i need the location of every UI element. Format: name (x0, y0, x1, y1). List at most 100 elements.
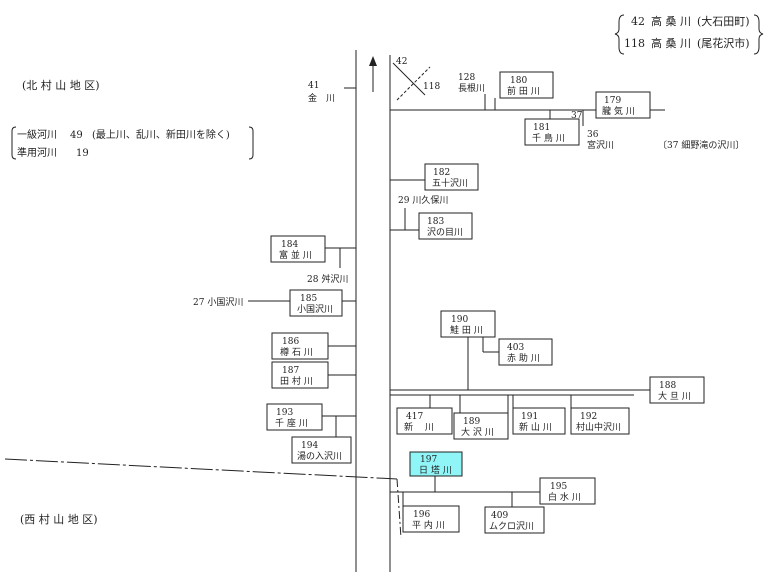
river-box-191: 191 新 山 川 (512, 407, 566, 435)
box-180-name: 前 田 川 (507, 85, 540, 97)
river-box-180: 180 前 田 川 (499, 71, 554, 99)
river-box-197: 197 日 塔 川 (409, 451, 463, 477)
box-189-num: 189 (463, 417, 480, 427)
label-42: 42 (396, 57, 407, 67)
region-north-label: (北 村 山 地 区) (22, 78, 100, 92)
class1-note: (最上川、乱川、新田川を除く) (92, 128, 230, 141)
box-197-num: 197 (420, 455, 437, 465)
class1-label: 一級河川 (17, 128, 57, 141)
river-box-193: 193 千 座 川 (266, 403, 323, 431)
box-192-num: 192 (580, 412, 597, 422)
up-arrow-icon (369, 56, 377, 66)
box-188-num: 188 (659, 381, 676, 391)
box-190-num: 190 (451, 315, 468, 325)
box-192-name: 村山中沢川 (576, 421, 621, 433)
box-409-name: ムクロ沢川 (489, 520, 534, 532)
box-191-name: 新 山 川 (519, 421, 552, 433)
box-196-name: 平 内 川 (412, 519, 445, 531)
river-box-409: 409 ムクロ沢川 (484, 506, 545, 534)
box-191-num: 191 (521, 412, 538, 422)
box-403-num: 403 (507, 343, 524, 353)
box-186-name: 樽 石 川 (280, 346, 313, 358)
quasi-count: 19 (76, 148, 89, 159)
box-194-name: 湯の入沢川 (297, 450, 342, 462)
box-181-name: 千 鳥 川 (532, 132, 565, 144)
box-183-name: 沢の目川 (427, 226, 463, 238)
header-row2-note: (尾花沢市) (697, 36, 750, 50)
box-183-num: 183 (427, 217, 444, 227)
label-118: 118 (423, 82, 440, 92)
box-180-num: 180 (510, 76, 527, 86)
region-west-label: (西 村 山 地 区) (20, 512, 98, 526)
box-184-name: 富 並 川 (279, 249, 312, 261)
river-box-185: 185 小国沢川 (289, 289, 343, 317)
right-brace (753, 14, 764, 55)
river-box-188: 188 大 旦 川 (649, 376, 705, 404)
region-boundary-line-2 (396, 478, 402, 539)
box-195-name: 白 水 川 (548, 491, 581, 503)
box-189-name: 大 沢 川 (461, 426, 494, 438)
header-row1-note: (大石田町) (697, 14, 750, 28)
river-box-403: 403 赤 助 川 (498, 338, 553, 366)
header-row1-num: 42 (631, 15, 645, 28)
header-row2-name: 高 桑 川 (651, 36, 691, 50)
box-188-name: 大 旦 川 (658, 390, 691, 402)
river-count-legend: 一級河川 49 (最上川、乱川、新田川を除く) 準用河川 19 (11, 126, 254, 160)
box-185-num: 185 (300, 294, 317, 304)
box-187-num: 187 (282, 366, 299, 376)
box-186-num: 186 (282, 337, 299, 347)
river-box-190: 190 鮭 田 川 (440, 310, 496, 338)
header-legend: 42 高 桑 川 (大石田町) 118 高 桑 川 (尾花沢市) (614, 14, 764, 55)
box-184-num: 184 (281, 240, 298, 250)
box-417-name: 新 川 (404, 421, 434, 433)
box-193-num: 193 (276, 408, 293, 418)
river-box-182: 182 五十沢川 (424, 163, 479, 191)
river-box-183: 183 沢の目川 (418, 212, 473, 240)
class1-count: 49 (70, 130, 83, 141)
river-box-189: 189 大 沢 川 (453, 412, 509, 440)
header-row2-num: 118 (624, 37, 645, 50)
river-box-181: 181 千 鳥 川 (524, 118, 580, 146)
label-29: 29 川久保川 (398, 194, 448, 206)
box-197-name: 日 塔 川 (419, 464, 452, 476)
quasi-label: 準用河川 (17, 146, 57, 159)
label-36-name: 宮沢川 (587, 139, 614, 151)
box-194-num: 194 (301, 441, 318, 451)
river-box-192: 192 村山中沢川 (570, 407, 630, 435)
box-181-num: 181 (533, 123, 550, 133)
box-417-num: 417 (406, 412, 423, 422)
river-box-187: 187 田 村 川 (271, 361, 329, 389)
river-box-417: 417 新 川 (396, 407, 453, 435)
river-box-196: 196 平 内 川 (402, 505, 460, 533)
left-brace (614, 14, 625, 55)
river-box-195: 195 白 水 川 (539, 477, 596, 505)
box-190-name: 鮭 田 川 (450, 324, 483, 336)
diagonal-118-dashed (396, 66, 431, 101)
label-41-name: 金 川 (308, 92, 335, 104)
region-boundary-line (4, 458, 398, 480)
box-403-name: 赤 助 川 (507, 352, 540, 364)
box-196-num: 196 (413, 510, 430, 520)
box-179-name: 朧 気 川 (602, 105, 635, 117)
label-28: 28 舛沢川 (307, 273, 348, 285)
box-409-num: 409 (491, 511, 508, 521)
label-41-num: 41 (308, 81, 319, 91)
box-182-name: 五十沢川 (432, 177, 468, 189)
box-195-num: 195 (550, 482, 567, 492)
label-27: 27 小国沢川 (193, 296, 243, 308)
side-note: 〔37 細野滝の沢川〕 (658, 139, 744, 151)
box-179-num: 179 (604, 96, 621, 106)
diagonal-42 (392, 62, 426, 96)
box-185-name: 小国沢川 (297, 303, 333, 315)
label-36-num: 36 (587, 130, 599, 140)
box-187-name: 田 村 川 (280, 375, 313, 387)
box-182-num: 182 (433, 168, 450, 178)
label-128-name: 長根川 (458, 82, 485, 94)
box-193-name: 千 座 川 (275, 417, 308, 429)
legend-left-bracket (11, 126, 17, 160)
river-box-186: 186 樽 石 川 (271, 332, 329, 360)
header-row1-name: 高 桑 川 (651, 14, 691, 28)
legend-right-bracket (248, 126, 254, 160)
label-37: 37 (571, 111, 583, 121)
